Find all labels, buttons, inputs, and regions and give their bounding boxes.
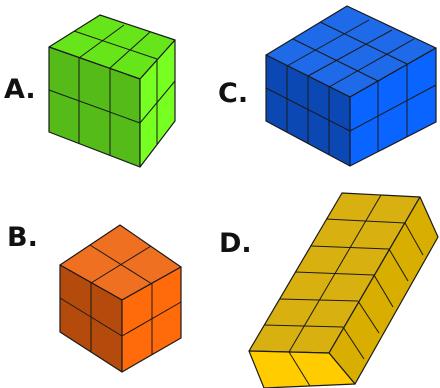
- slab-d: [248, 192, 439, 388]
- slab-d-grid: [263, 194, 424, 387]
- slab-d-front-face: [248, 350, 356, 388]
- prism-a: [48, 14, 176, 168]
- option-b-label: B.: [7, 222, 38, 253]
- prism-c: [265, 5, 437, 167]
- cube-b: [59, 224, 182, 373]
- option-c-label: C.: [218, 78, 249, 109]
- prism-c-grid: [265, 19, 437, 155]
- option-d-label: D.: [219, 228, 252, 259]
- prism-a-grid: [48, 24, 176, 155]
- option-a-label: A.: [4, 74, 36, 105]
- cube-b-grid: [59, 244, 182, 355]
